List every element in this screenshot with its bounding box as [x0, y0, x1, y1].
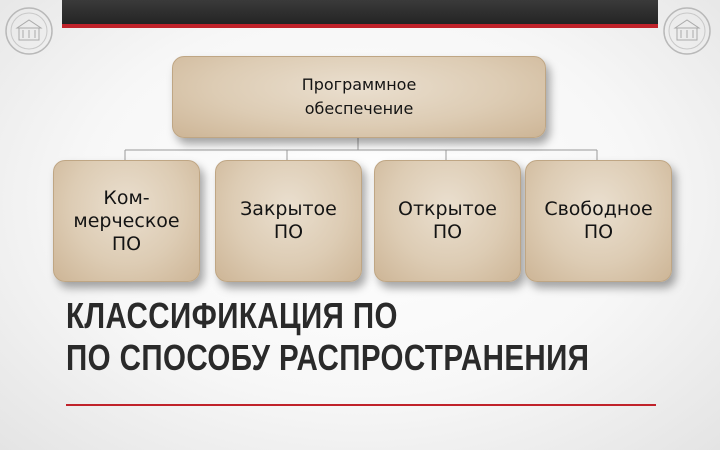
root-node-line: Программное [301, 75, 417, 94]
slide-title-line: КЛАССИФИКАЦИЯ ПО [66, 295, 398, 336]
node-label-line: ПО [583, 221, 614, 243]
node-label-line: Закрытое [240, 198, 337, 220]
slide-title-line: ПО СПОСОБУ РАСПРОСТРАНЕНИЯ [66, 337, 590, 378]
node-label-line: Открытое [398, 198, 497, 220]
node-label-line: мерческое [73, 209, 180, 232]
university-seal-icon [663, 7, 711, 55]
header-bar [62, 0, 658, 24]
node-label-line: Свободное [544, 198, 653, 220]
diagram-node-closed: Закрытое ПО [215, 160, 362, 282]
diagram-node-free: Свободное ПО [525, 160, 672, 282]
diagram-root-node: Программное обеспечение [172, 56, 546, 138]
diagram-node-open: Открытое ПО [374, 160, 521, 282]
university-seal-icon [5, 7, 53, 55]
node-label-line: ПО [432, 221, 463, 243]
node-label-line: Ком- [103, 186, 150, 209]
slide-title: КЛАССИФИКАЦИЯ ПО ПО СПОСОБУ РАСПРОСТРАНЕ… [66, 295, 591, 379]
node-label-line: ПО [111, 232, 142, 255]
diagram-node-commercial: Ком- мерческое ПО [53, 160, 200, 282]
header-accent-line [62, 24, 658, 28]
root-node-line: обеспечение [304, 99, 414, 118]
node-label-line: ПО [273, 221, 304, 243]
title-underline [66, 404, 656, 406]
